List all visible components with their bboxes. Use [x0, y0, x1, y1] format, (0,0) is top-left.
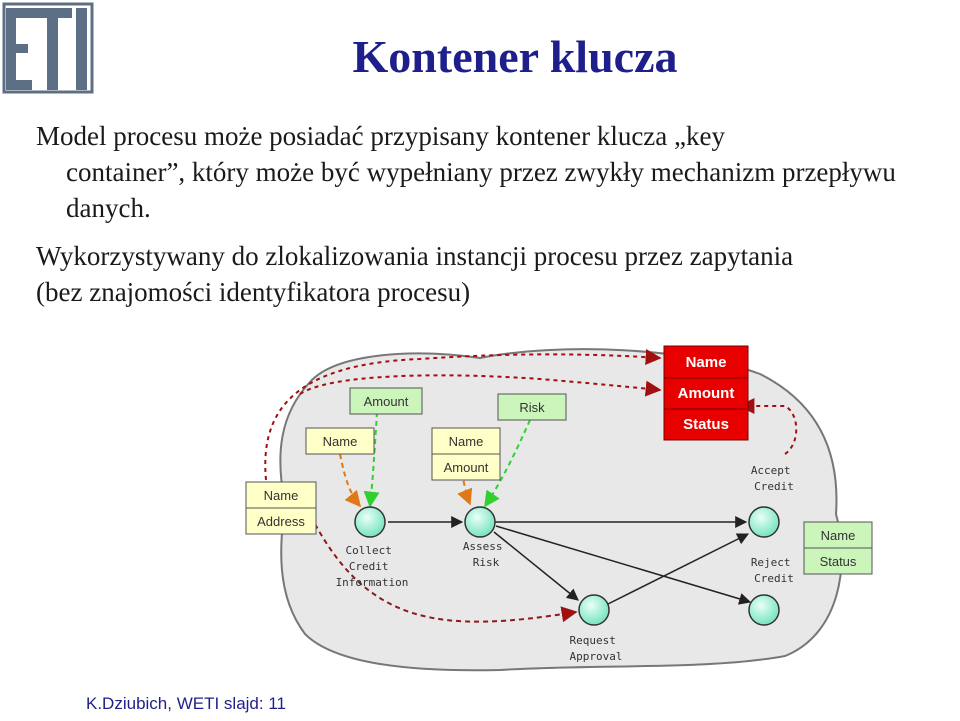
collect-name-label: Name — [323, 434, 358, 449]
paragraph-line: Model procesu może posiadać przypisany k… — [36, 121, 725, 151]
node-accept-credit — [748, 506, 780, 538]
slide-title: Kontener klucza — [352, 31, 678, 82]
key-container: Name Amount Status — [663, 345, 749, 441]
amount-box: Amount — [349, 387, 423, 415]
risk-label: Risk — [519, 400, 545, 415]
label-line: Request — [570, 634, 616, 647]
node-request-approval — [578, 594, 610, 626]
paragraph-line: Wykorzystywany do zlokalizowania instanc… — [36, 241, 794, 271]
output-name-label: Name — [821, 528, 856, 543]
label-line: Information — [336, 576, 409, 589]
label-line: Credit — [754, 480, 794, 493]
label-line: Accept — [751, 464, 791, 477]
process-diagram: Name Amount Status Amount Risk Name Stat… — [245, 345, 873, 672]
label-line: Credit — [754, 572, 794, 585]
label-accept: Accept Credit — [751, 464, 797, 493]
collect-name-box: Name — [305, 427, 375, 455]
input-address-label: Address — [257, 514, 305, 529]
node-reject-credit — [748, 594, 780, 626]
label-collect: Collect Credit Information — [336, 544, 409, 589]
output-box: Name Status — [803, 521, 873, 575]
input-box: Name Address — [245, 481, 317, 535]
node-assess-risk — [464, 506, 496, 538]
key-field-amount: Amount — [678, 385, 735, 402]
input-name-label: Name — [264, 488, 299, 503]
label-line: Approval — [570, 650, 623, 663]
node-collect-credit — [354, 506, 386, 538]
paragraph-continuation: (bez znajomości identyfikatora procesu) — [36, 277, 471, 307]
paragraph-key-container: Model procesu może posiadać przypisany k… — [36, 118, 936, 226]
label-line: Collect — [346, 544, 392, 557]
label-request: Request Approval — [570, 634, 623, 663]
paragraph-usage: Wykorzystywany do zlokalizowania instanc… — [36, 238, 960, 310]
risk-box: Risk — [497, 393, 567, 421]
key-field-name: Name — [686, 354, 727, 371]
label-line: Credit — [349, 560, 389, 573]
slide-footer: K.Dziubich, WETI slajd: 11 — [86, 694, 286, 713]
amount-label: Amount — [364, 394, 409, 409]
assess-amount-label: Amount — [444, 460, 489, 475]
label-line: Reject — [751, 556, 791, 569]
eti-logo — [2, 2, 94, 94]
label-reject: Reject Credit — [751, 556, 797, 585]
label-line: Risk — [473, 556, 500, 569]
output-status-label: Status — [820, 554, 857, 569]
assess-inputs-box: Name Amount — [431, 427, 501, 481]
key-field-status: Status — [683, 416, 729, 433]
assess-name-label: Name — [449, 434, 484, 449]
paragraph-continuation: container”, który może być wypełniany pr… — [66, 157, 896, 223]
label-assess: Assess Risk — [463, 540, 509, 569]
label-line: Assess — [463, 540, 503, 553]
